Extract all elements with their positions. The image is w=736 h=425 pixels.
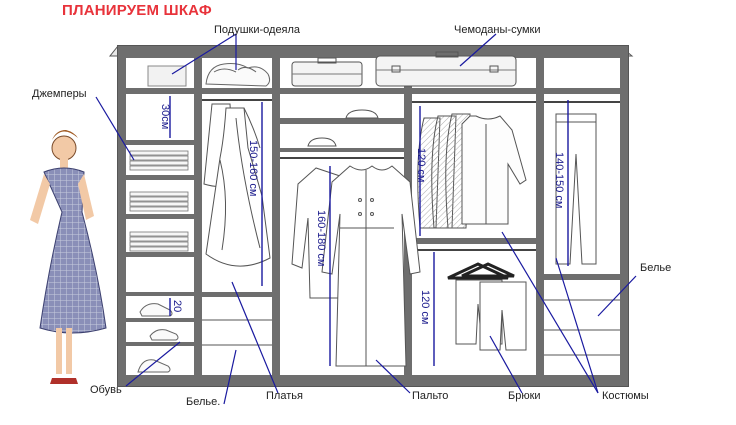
measurement-lines — [169, 96, 569, 366]
dresses — [203, 103, 271, 267]
coats — [291, 109, 421, 367]
measurement-shoe-height: 20 — [171, 300, 183, 312]
label-pillows: Подушки-одеяла — [214, 24, 301, 36]
measurement-coat-height: 160-180 см — [315, 210, 327, 267]
label-trousers: Брюки — [508, 390, 541, 402]
label-suitcases: Чемоданы-сумки — [454, 24, 541, 36]
measurement-long-trouser-height: 140-150 см — [553, 152, 565, 209]
jackets — [417, 113, 527, 229]
measurement-dress-height: 150-160 см — [247, 140, 259, 197]
woman-figure — [30, 130, 107, 384]
label-coat: Пальто — [412, 390, 449, 402]
measurement-shelf-height: 30см — [159, 104, 171, 129]
measurement-jacket-height: 120 см — [415, 148, 427, 182]
trousers — [447, 262, 527, 351]
pointer-lines — [95, 33, 637, 405]
label-dresses: Платья — [266, 390, 303, 402]
label-linen-right: Белье — [640, 262, 672, 274]
page-title: ПЛАНИРУЕМ ШКАФ — [62, 2, 212, 19]
label-sweaters: Джемперы — [32, 88, 87, 100]
label-linen-bottom: Белье. — [186, 396, 221, 408]
folded-sweaters — [129, 150, 189, 252]
label-suits: Костюмы — [602, 390, 649, 402]
label-shoes: Обувь — [90, 384, 122, 396]
measurement-trouser-height: 120 см — [419, 290, 431, 324]
